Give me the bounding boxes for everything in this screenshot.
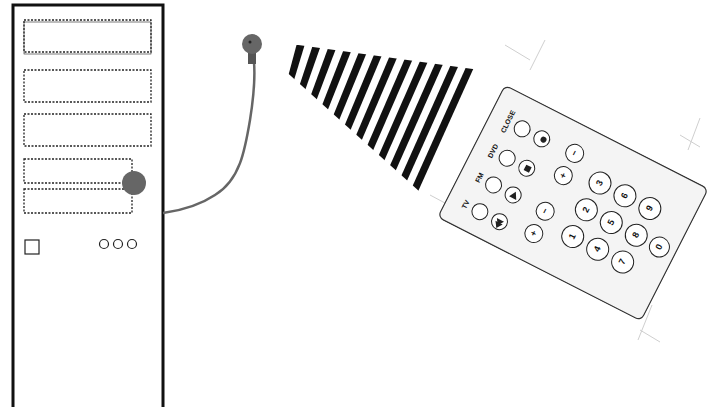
reset-button (25, 240, 39, 254)
remote-control: TVFMDVDCLOSE1234567890+−+− (436, 84, 709, 322)
remote-button (635, 194, 665, 224)
beam-stripe (381, 45, 451, 191)
beam-stripe (309, 45, 337, 106)
beam-stripe (288, 45, 304, 82)
button-symbols (493, 134, 548, 230)
remote-button (533, 199, 557, 223)
remote-button (489, 211, 511, 233)
pc-tower (13, 5, 163, 407)
remote-button (563, 141, 587, 165)
beam-stripe (392, 46, 468, 204)
remote-button (551, 164, 575, 188)
remote-button (469, 201, 491, 223)
remote-button (621, 220, 651, 250)
remote-button (610, 181, 640, 211)
remote-button (496, 147, 518, 169)
remote-button (516, 157, 538, 179)
remote-button (646, 234, 673, 261)
remote-body (436, 84, 709, 322)
remote-button (483, 174, 505, 196)
receiver-eye (249, 41, 252, 44)
beam-stripe (361, 45, 419, 167)
remote-button (572, 195, 602, 225)
drive-bays (24, 20, 151, 213)
receiver-cable (163, 62, 254, 213)
remote-button (597, 208, 627, 238)
remote-button (511, 118, 533, 140)
remote-button (558, 222, 588, 252)
remote-button (531, 128, 553, 150)
ir-receiver (242, 34, 262, 54)
remote-button (608, 247, 638, 277)
remote-button (502, 184, 524, 206)
remote-button (583, 234, 613, 264)
remote-button (522, 221, 546, 245)
power-button (122, 171, 146, 195)
remote-button (585, 168, 615, 198)
ports (100, 240, 137, 249)
